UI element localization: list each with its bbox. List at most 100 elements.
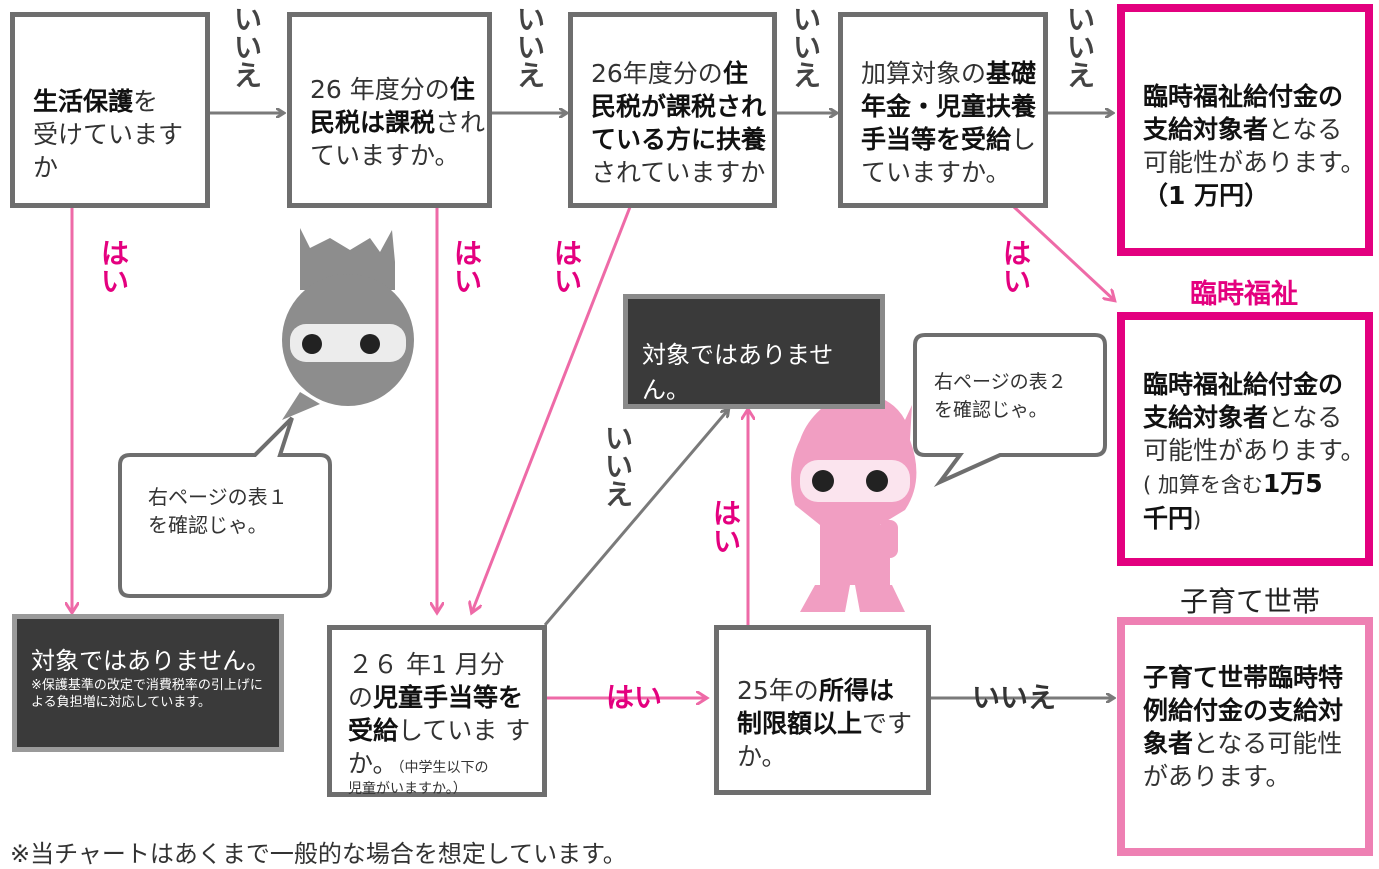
q3-pre: 26年度分の [591, 59, 723, 88]
yes4-b: い [1002, 265, 1031, 298]
result2-amount-pre: ( 加算を含む [1143, 473, 1263, 497]
result3-line4: があります。 [1143, 762, 1291, 791]
q5-bold2: 児童手当等を [373, 683, 524, 712]
q2-pre: 26 年度分の [310, 75, 450, 104]
arrow-q4-yes [1012, 205, 1114, 300]
result2-amount-bold2: 千円 [1143, 504, 1194, 533]
no5-a: い [604, 422, 633, 455]
question-pension: 加算対象の基礎 年金・児童扶養 手当等を受給し ていますか。 [838, 12, 1048, 208]
q1-line2: 受けていますか [33, 120, 184, 182]
label-yes-4: はい [1002, 240, 1032, 296]
yes3-b: い [553, 265, 582, 298]
q6-rest2: です [862, 709, 913, 738]
footer-note: ※当チャートはあくまで一般的な場合を想定しています。 [10, 840, 627, 868]
result2-line3: 可能性があります。 [1143, 436, 1366, 465]
result2-amount-bold: 1万5 [1262, 469, 1323, 498]
result-temporary-benefit-10000: 臨時福祉給付金の 支給対象者となる 可能性があります。 （1 万円） [1117, 4, 1373, 256]
no1-c: え [233, 59, 262, 92]
q4-bold2: 年金・児童扶養 [861, 92, 1037, 121]
grey-ninja-illustration [282, 228, 414, 420]
label-yes-1: はい [100, 240, 130, 296]
no4-b: い [1066, 31, 1095, 64]
result2-rest2: となる [1268, 403, 1343, 432]
arrow-q3-yes [472, 206, 632, 612]
result2-bold2: 支給対象者 [1143, 403, 1269, 432]
not-target-top-text: 対象ではありません。 [642, 341, 834, 404]
result1-bold2: 支給対象者 [1143, 115, 1269, 144]
q6-bold2: 制限額以上 [737, 709, 863, 738]
q1-bold: 生活保護 [33, 87, 134, 116]
arrow-q5-no [543, 410, 728, 626]
result2-header: 臨時福祉 [1190, 279, 1298, 310]
bubble2-line1: 右ページの表２ [934, 371, 1067, 393]
question-livelihood-protection: 生活保護を 受けていますか [10, 12, 210, 208]
not-target-box-top: 対象ではありません。 [623, 294, 885, 409]
label-no-horizontal: いいえ [972, 681, 1057, 714]
pink-ninja-illustration [791, 392, 917, 612]
result3-bold3: 象者 [1143, 729, 1194, 758]
q5-line1: ２６ 年1 月分 [348, 650, 505, 679]
bubble1-line1: 右ページの表１ [148, 485, 288, 509]
q2-bold2: 民税は課税 [310, 108, 436, 137]
no4-c: え [1066, 59, 1095, 92]
question-dependent: 26年度分の住 民税が課税され ている方に扶養 されていますか [568, 12, 777, 208]
q3-bold2: 民税が課税され [591, 92, 767, 121]
q2-rest: され [435, 108, 486, 137]
speech-bubble-2-shape [913, 333, 1107, 487]
q3-bold3: ている方に扶養 [591, 125, 767, 154]
label-no-2: いいえ [516, 6, 546, 90]
q5-line4: か。 [348, 749, 398, 778]
yes4-a: は [1002, 237, 1031, 270]
label-yes-2: はい [453, 240, 483, 296]
no2-c: え [516, 59, 545, 92]
label-yes-horizontal: はい [606, 681, 663, 714]
label-yes-3: はい [553, 240, 583, 296]
result-child-rearing-benefit: 子育て世帯臨時特 例給付金の支給対 象者となる可能性 があります。 [1117, 617, 1373, 856]
no1-b: い [233, 31, 262, 64]
q4-rest: し [1011, 125, 1037, 154]
result1-line3: 可能性があります。 [1143, 148, 1366, 177]
no3-b: い [792, 31, 821, 64]
q5-note1: （中学生以下の [397, 760, 489, 776]
label-no-4: いいえ [1066, 6, 1096, 90]
yes1-a: は [100, 237, 129, 270]
result3-bold1: 子育て世帯臨時特 [1143, 663, 1344, 692]
q5-pre2: の [348, 683, 374, 712]
q5-bold3: 受給 [348, 716, 399, 745]
q6-line3: か。 [737, 742, 787, 771]
q5-note2: 児童がいますか。） [348, 781, 467, 797]
no2-a: い [516, 3, 545, 36]
q3-line4: されていますか [591, 158, 766, 187]
no4-a: い [1066, 3, 1095, 36]
no5-b: い [604, 450, 633, 483]
result2-bold1: 臨時福祉給付金の [1143, 370, 1344, 399]
question-resident-tax: 26 年度分の住 民税は課税され ていますか。 [287, 12, 492, 208]
not-target-left-note: ※保護基準の改定で消費税率の引上げによる負担増に対応しています。 [31, 678, 263, 710]
q2-bold1: 住 [449, 75, 475, 104]
q6-bold1: 所得は [818, 676, 894, 705]
label-no-3: いいえ [792, 6, 822, 90]
yes5-a: は [712, 497, 741, 530]
no5-c: え [604, 478, 633, 511]
q4-bold1: 基礎 [986, 59, 1037, 88]
q4-line4: ていますか。 [861, 158, 1011, 187]
label-no-1: いいえ [233, 6, 263, 90]
not-target-left-title: 対象ではありません。 [31, 647, 271, 675]
no3-a: い [792, 3, 821, 36]
result1-rest2: となる [1268, 115, 1343, 144]
question-income-limit: 25年の所得は 制限額以上です か。 [714, 625, 931, 795]
yes2-b: い [453, 265, 482, 298]
not-target-box-left: 対象ではありません。 ※保護基準の改定で消費税率の引上げによる負担増に対応してい… [12, 614, 284, 752]
bubble2-text: 右ページの表２ を確認じゃ。 [934, 368, 1067, 424]
no1-a: い [233, 3, 262, 36]
result1-bold1: 臨時福祉給付金の [1143, 82, 1344, 111]
result2-amount-post: ) [1193, 508, 1202, 532]
label-no-5: いいえ [604, 425, 634, 509]
q4-bold3: 手当等を受給 [861, 125, 1012, 154]
no2-b: い [516, 31, 545, 64]
yes3-a: は [553, 237, 582, 270]
q5-rest3: していま す [398, 716, 531, 745]
bubble1-line2: を確認じゃ。 [148, 513, 268, 537]
result-temporary-benefit-15000: 臨時福祉給付金の 支給対象者となる 可能性があります。 ( 加算を含む1万5 千… [1117, 312, 1373, 566]
